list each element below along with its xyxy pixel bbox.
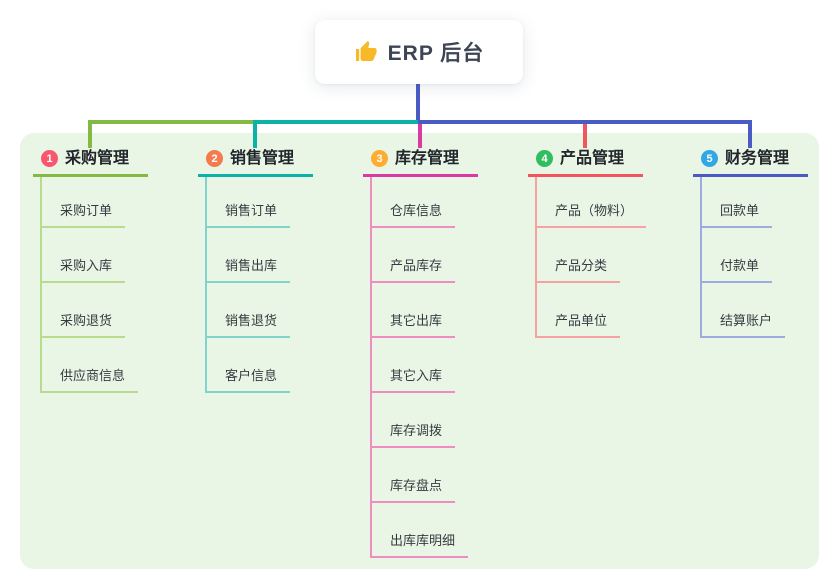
branch-drop-line bbox=[748, 120, 752, 148]
root-stem-line bbox=[416, 84, 420, 122]
branch-node[interactable]: 3 库存管理 bbox=[363, 146, 478, 177]
child-node[interactable]: 采购退货 bbox=[42, 283, 138, 338]
branch-drop-line bbox=[253, 120, 257, 148]
branch-node[interactable]: 5 财务管理 bbox=[693, 146, 808, 177]
child-label: 付款单 bbox=[702, 259, 773, 283]
child-node[interactable]: 客户信息 bbox=[207, 338, 291, 393]
branch-drop-line bbox=[583, 120, 587, 148]
child-label: 出库库明细 bbox=[372, 534, 469, 558]
branch-node[interactable]: 4 产品管理 bbox=[528, 146, 643, 177]
child-label: 销售退货 bbox=[207, 314, 291, 338]
thumbs-up-icon bbox=[354, 40, 378, 64]
child-node[interactable]: 产品（物料） bbox=[537, 177, 647, 228]
connector-bar-line bbox=[88, 120, 253, 124]
child-node[interactable]: 库存盘点 bbox=[372, 448, 468, 503]
child-label: 产品单位 bbox=[537, 314, 621, 338]
child-label: 采购订单 bbox=[42, 204, 126, 228]
child-label: 库存调拨 bbox=[372, 424, 456, 448]
connector-bar-line bbox=[418, 120, 752, 124]
child-label: 库存盘点 bbox=[372, 479, 456, 503]
child-node[interactable]: 仓库信息 bbox=[372, 177, 468, 228]
branch-column: 5 财务管理 回款单付款单结算账户 bbox=[693, 146, 839, 338]
child-label: 其它出库 bbox=[372, 314, 456, 338]
child-label: 其它入库 bbox=[372, 369, 456, 393]
branch-column: 4 产品管理 产品（物料） 产品分类产品单位 bbox=[528, 146, 698, 338]
branch-label: 销售管理 bbox=[230, 150, 295, 167]
branch-number-badge: 5 bbox=[701, 150, 718, 167]
child-node[interactable]: 回款单 bbox=[702, 177, 785, 228]
child-label: 销售订单 bbox=[207, 204, 291, 228]
branch-children: 仓库信息产品库存其它出库其它入库库存调拨库存盘点出库库明细 bbox=[370, 177, 469, 558]
child-node[interactable]: 供应商信息 bbox=[42, 338, 139, 393]
branch-label: 产品管理 bbox=[560, 150, 625, 167]
child-label: 销售出库 bbox=[207, 259, 291, 283]
child-label: 客户信息 bbox=[207, 369, 291, 393]
child-node[interactable]: 产品分类 bbox=[537, 228, 646, 283]
branch-children: 回款单付款单结算账户 bbox=[700, 177, 786, 338]
branch-label: 采购管理 bbox=[65, 150, 130, 167]
child-node[interactable]: 出库库明细 bbox=[372, 503, 469, 558]
child-node[interactable]: 销售出库 bbox=[207, 228, 291, 283]
child-node[interactable]: 销售订单 bbox=[207, 177, 291, 228]
child-node[interactable]: 结算账户 bbox=[702, 283, 786, 338]
branch-number-badge: 4 bbox=[536, 150, 553, 167]
child-label: 产品库存 bbox=[372, 259, 456, 283]
child-node[interactable]: 产品单位 bbox=[537, 283, 646, 338]
child-label: 仓库信息 bbox=[372, 204, 456, 228]
child-node[interactable]: 付款单 bbox=[702, 228, 785, 283]
branch-drop-line bbox=[418, 120, 422, 148]
branch-label: 财务管理 bbox=[725, 150, 790, 167]
branch-label: 库存管理 bbox=[395, 150, 460, 167]
child-label: 产品分类 bbox=[537, 259, 621, 283]
child-label: 供应商信息 bbox=[42, 369, 139, 393]
branch-children: 销售订单销售出库销售退货客户信息 bbox=[205, 177, 291, 393]
child-node[interactable]: 其它入库 bbox=[372, 338, 468, 393]
child-label: 产品（物料） bbox=[537, 204, 647, 228]
child-node[interactable]: 库存调拨 bbox=[372, 393, 468, 448]
branch-number-badge: 2 bbox=[206, 150, 223, 167]
child-node[interactable]: 采购入库 bbox=[42, 228, 138, 283]
child-label: 回款单 bbox=[702, 204, 773, 228]
branch-node[interactable]: 2 销售管理 bbox=[198, 146, 313, 177]
connector-bar-line bbox=[253, 120, 418, 124]
child-node[interactable]: 销售退货 bbox=[207, 283, 291, 338]
branch-drop-line bbox=[88, 120, 92, 148]
root-node[interactable]: ERP 后台 bbox=[315, 20, 523, 84]
branch-node[interactable]: 1 采购管理 bbox=[33, 146, 148, 177]
branch-number-badge: 1 bbox=[41, 150, 58, 167]
branch-column: 3 库存管理 仓库信息产品库存其它出库其它入库库存调拨库存盘点出库库明细 bbox=[363, 146, 533, 558]
branch-number-badge: 3 bbox=[371, 150, 388, 167]
child-label: 采购入库 bbox=[42, 259, 126, 283]
branch-children: 采购订单采购入库采购退货供应商信息 bbox=[40, 177, 139, 393]
child-label: 采购退货 bbox=[42, 314, 126, 338]
root-label: ERP 后台 bbox=[387, 42, 485, 65]
branch-column: 1 采购管理 采购订单采购入库采购退货供应商信息 bbox=[33, 146, 203, 393]
branch-column: 2 销售管理 销售订单销售出库销售退货客户信息 bbox=[198, 146, 368, 393]
child-node[interactable]: 产品库存 bbox=[372, 228, 468, 283]
mindmap-panel bbox=[20, 133, 819, 569]
branch-children: 产品（物料） 产品分类产品单位 bbox=[535, 177, 647, 338]
child-node[interactable]: 采购订单 bbox=[42, 177, 138, 228]
child-node[interactable]: 其它出库 bbox=[372, 283, 468, 338]
child-label: 结算账户 bbox=[702, 314, 786, 338]
